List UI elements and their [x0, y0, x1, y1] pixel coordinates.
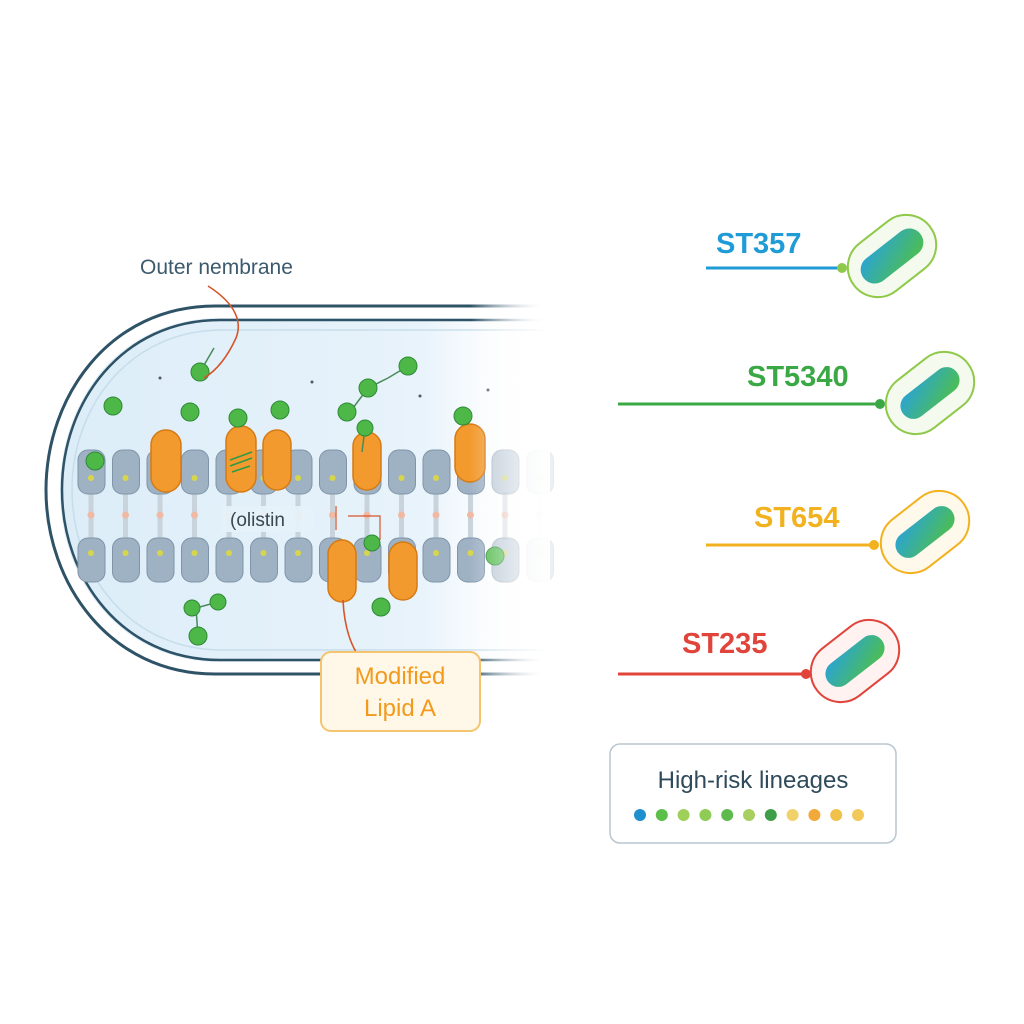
lipid-head [284, 537, 313, 583]
colistin-particle [183, 599, 201, 617]
lipid-head [181, 449, 209, 495]
colistin-particle [270, 400, 290, 420]
colistin-particle [358, 378, 378, 398]
colistin-particle [228, 408, 248, 428]
lineage-label-st235: ST235 [682, 628, 767, 660]
colistin-particle [356, 419, 374, 437]
legend-dot [808, 809, 821, 821]
lipid-tail-joint [191, 511, 198, 519]
lipid-head [181, 537, 209, 583]
colistin-particle [337, 402, 357, 422]
lineage-tree [540, 263, 885, 679]
lipid-mark [433, 550, 439, 556]
lipid-tail-joint [156, 511, 164, 519]
colistin-particle [371, 597, 391, 617]
lipid-head [146, 537, 175, 583]
colistin-particle [363, 534, 381, 552]
colistin-particle [180, 402, 200, 422]
lipid-head [422, 537, 451, 583]
lipid-mark [191, 475, 198, 481]
membrane-protein [388, 541, 418, 601]
lineage-label-st5340: ST5340 [747, 361, 849, 393]
lipid-mark [364, 550, 370, 556]
legend-dot [721, 809, 734, 821]
bacterium-icon-st5340 [884, 350, 976, 436]
lipid-mark [191, 550, 198, 556]
lipid-mark [260, 550, 267, 556]
modified-lipid-a-label-line1: Modified [355, 663, 446, 690]
lipid-head [112, 449, 140, 495]
lipid-tail-joint [398, 511, 405, 519]
bacterium-icon-st654 [879, 489, 971, 575]
lipid-mark [122, 475, 129, 481]
lipid-mark [329, 475, 336, 481]
colistin-particles [85, 347, 505, 646]
lipid-tail-joint [122, 511, 129, 519]
colistin-label: (olistin [230, 510, 285, 531]
lipid-mark [226, 550, 232, 556]
lipid-head [319, 449, 347, 495]
lipid-mark [88, 475, 94, 481]
colistin-particle [190, 362, 210, 382]
bacterium-icon-st357 [846, 213, 938, 299]
lineage-label-st357: ST357 [716, 228, 801, 260]
outer-membrane-leader [203, 285, 240, 379]
lipid-head [422, 449, 451, 495]
lipid-mark [295, 550, 301, 556]
lipid-mark [398, 475, 405, 481]
lineage-label-st654: ST654 [754, 502, 839, 534]
legend-dot [655, 809, 668, 821]
modified-lipid-a-box [320, 651, 481, 732]
colistin-particle [85, 451, 105, 471]
membrane-protein [327, 539, 357, 603]
membrane-protein [352, 431, 382, 491]
lipid-tail-joint [329, 511, 336, 519]
lipid-head [77, 537, 106, 583]
bacterium-icon-st235 [809, 618, 901, 704]
lipid-mark [88, 550, 94, 556]
modified-lipid-a-label-line2: Lipid A [364, 695, 436, 722]
membrane-protein [150, 429, 182, 493]
lipid-head [388, 449, 416, 495]
legend-dot [764, 809, 777, 821]
legend-dots [634, 809, 864, 821]
lipid-mark [295, 475, 301, 481]
lipid-tail-joint [363, 511, 371, 519]
lipid-mark [157, 550, 163, 556]
lipid-mark [122, 550, 129, 556]
legend-dot [743, 809, 755, 821]
colistin-particle [453, 406, 473, 426]
legend-dot [786, 809, 799, 821]
lipid-mark [433, 475, 439, 481]
lipid-head [250, 537, 278, 583]
lipid-tail-joint [432, 511, 440, 519]
outer-membrane-line [44, 304, 545, 676]
lipid-tail-joint [87, 511, 95, 519]
lipid-a-leader [342, 599, 357, 653]
outer-membrane-label: Outer nembrane [140, 256, 293, 279]
membrane-protein [262, 429, 292, 491]
legend-title: High-risk lineages [658, 767, 849, 794]
colistin-particle [103, 396, 123, 416]
colistin-particle [188, 626, 208, 646]
legend-dot [677, 809, 690, 821]
colistin-particle [209, 593, 227, 611]
legend-dot [699, 809, 712, 821]
lipid-head [112, 537, 140, 583]
inner-membrane-line [60, 318, 545, 662]
legend: High-risk lineages [609, 743, 897, 844]
lipid-head [215, 537, 244, 583]
colistin-particle [398, 356, 418, 376]
legend-dot [830, 809, 843, 821]
legend-dot [852, 809, 864, 821]
legend-dot [634, 809, 646, 821]
